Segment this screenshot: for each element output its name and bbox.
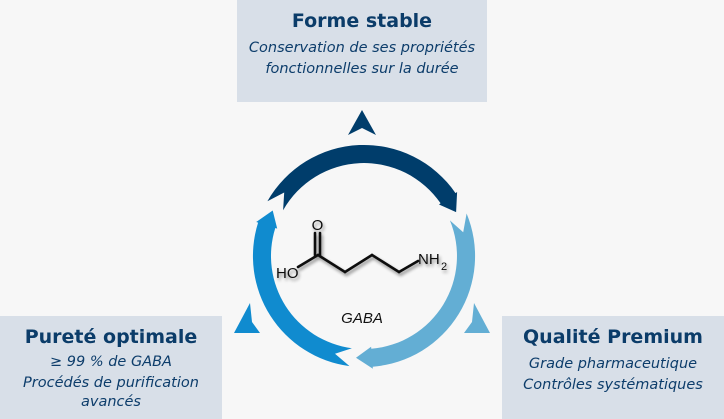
- feature-box-purity: Pureté optimale ≥ 99 % de GABA Procédés …: [0, 316, 222, 419]
- bond: [343, 253, 374, 274]
- cycle-arrow-segment-right: [356, 213, 476, 369]
- feature-line: fonctionnelles sur la durée: [265, 61, 459, 77]
- feature-line: avancés: [81, 394, 141, 410]
- oxygen-label: O: [312, 217, 324, 234]
- feature-title: Forme stable: [291, 10, 433, 32]
- feature-line: Conservation de ses propriétés: [248, 40, 476, 56]
- feature-line: Grade pharmaceutique: [528, 356, 698, 372]
- gaba-molecule-structure: O HO NH 2: [276, 217, 447, 282]
- feature-line: ≥ 99 % de GABA: [50, 354, 172, 370]
- pointer-triangle-left-icon: [234, 303, 260, 333]
- feature-title: Qualité Premium: [523, 326, 703, 348]
- feature-title: Pureté optimale: [24, 326, 198, 348]
- feature-line: Contrôles systématiques: [523, 377, 703, 393]
- cycle-arrow-segment-top: [267, 144, 458, 213]
- bond-oh: [296, 253, 320, 269]
- amine-label: NH: [418, 251, 440, 268]
- feature-box-stable-form: Forme stable Conservation de ses proprié…: [237, 0, 487, 102]
- bond-n: [397, 259, 420, 274]
- hydroxyl-label: HO: [276, 265, 299, 282]
- bond: [370, 253, 401, 274]
- bond: [316, 253, 347, 274]
- amine-subscript: 2: [441, 261, 447, 273]
- cycle-arrow-segment-left: [252, 210, 352, 367]
- pointer-triangle-right-icon: [464, 303, 490, 333]
- molecule-name-label: GABA: [341, 310, 383, 327]
- feature-box-quality: Qualité Premium Grade pharmaceutique Con…: [502, 316, 724, 419]
- pointer-triangle-top-icon: [348, 110, 376, 135]
- feature-line: Procédés de purification: [23, 375, 199, 391]
